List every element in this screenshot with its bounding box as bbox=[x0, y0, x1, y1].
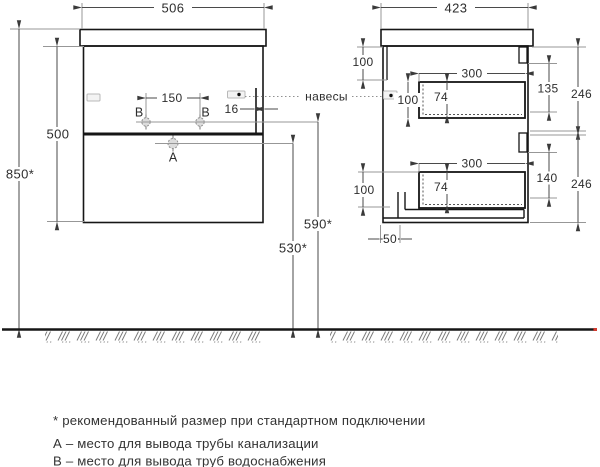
point-b-label: В bbox=[135, 106, 143, 120]
utility-lines: 590* 530* навесы bbox=[136, 90, 386, 338]
hanger-point-dot bbox=[237, 92, 241, 97]
side-countertop bbox=[380, 28, 534, 47]
dim-label-cabinet-height: 500 bbox=[47, 127, 70, 142]
dim-label-hanger-offset: 100 bbox=[353, 55, 374, 69]
dim-label-front-width: 506 bbox=[162, 1, 185, 16]
side-view: 423 100 300 100 74 135 246 300 bbox=[349, 1, 596, 246]
front-view: 506 850* 500 150 16 В В А bbox=[3, 1, 278, 338]
dim-label-upper-height: 100 bbox=[398, 93, 419, 107]
lower-drawer-box bbox=[418, 171, 526, 209]
point-a-label: А bbox=[169, 151, 178, 165]
floor-hatching bbox=[45, 331, 265, 343]
dim-label-lower-front: 246 bbox=[571, 177, 592, 191]
dim-label-drain-offset: 50 bbox=[383, 232, 397, 246]
dim-label-lower-gap: 140 bbox=[537, 171, 558, 185]
floor bbox=[2, 328, 597, 343]
dim-label-upper-front: 246 bbox=[571, 87, 592, 101]
front-countertop bbox=[79, 28, 267, 47]
dim-label-water-height: 590* bbox=[304, 217, 332, 232]
note-water: В – место для вывода труб водоснабжения bbox=[53, 454, 326, 467]
lower-drawer-inset bbox=[422, 174, 522, 205]
hanger-bracket-icon bbox=[86, 93, 101, 102]
upper-drawer-inset bbox=[422, 84, 522, 115]
dim-label-upper-gap: 135 bbox=[538, 82, 559, 96]
drain-pipe bbox=[383, 192, 525, 219]
side-cabinet-body bbox=[382, 45, 529, 224]
dim-label-depth: 423 bbox=[445, 1, 468, 16]
dim-label-upper-width: 300 bbox=[462, 67, 483, 81]
note-sewer: А – место для вывода трубы канализации bbox=[53, 436, 319, 451]
dim-label-upper-clearance: 74 bbox=[434, 90, 448, 104]
dim-label-sewer-height: 530* bbox=[279, 241, 307, 256]
hanger-point-dot bbox=[389, 93, 393, 98]
drawer-rail-top bbox=[518, 46, 528, 64]
drawer-rail-bottom bbox=[518, 132, 528, 153]
point-b-label: В bbox=[201, 106, 209, 120]
dim-label-water-spacing: 150 bbox=[162, 91, 183, 105]
dim-label-edge-gap: 16 bbox=[225, 102, 239, 116]
dim-label-mount-height: 850* bbox=[6, 167, 34, 182]
note-asterisk: * рекомендованный размер при стандартном… bbox=[53, 413, 425, 428]
dim-label-lower-width: 300 bbox=[462, 157, 483, 171]
dim-label-lower-side: 100 bbox=[354, 183, 375, 197]
floor-line-end-mark bbox=[593, 328, 597, 331]
notes: * рекомендованный размер при стандартном… bbox=[53, 413, 425, 467]
hanger-bracket-icon bbox=[227, 90, 246, 99]
hangers-callout-label: навесы bbox=[305, 90, 348, 104]
floor-hatching bbox=[330, 331, 558, 343]
dim-label-lower-clearance: 74 bbox=[434, 180, 448, 194]
